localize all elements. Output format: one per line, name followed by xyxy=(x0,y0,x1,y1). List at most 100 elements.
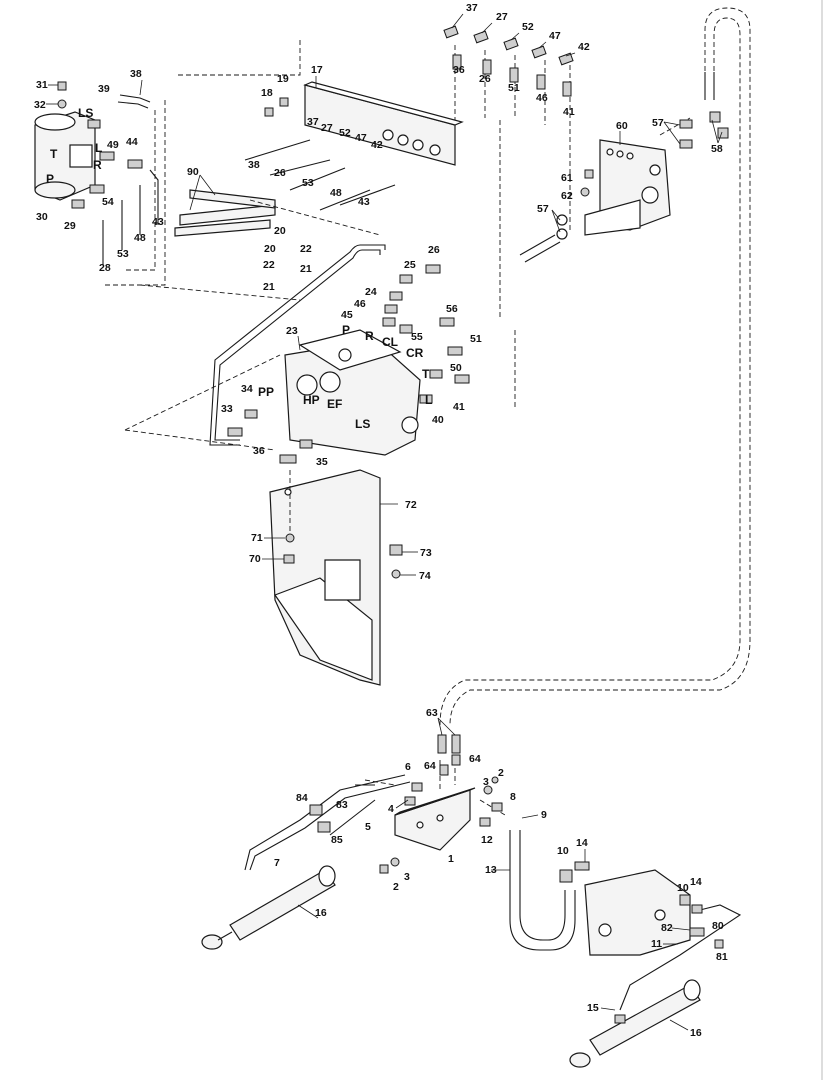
callout-6: 6 xyxy=(405,761,411,773)
port-label-pp: PP xyxy=(258,385,274,399)
callout-26: 26 xyxy=(274,167,286,179)
manifold-block-1 xyxy=(394,787,476,851)
callout-49: 49 xyxy=(107,139,119,151)
port-label-t: T xyxy=(50,147,58,161)
callout-29: 29 xyxy=(64,220,76,232)
callout-26: 26 xyxy=(479,73,491,85)
callout-53: 53 xyxy=(302,177,314,189)
callout-32: 32 xyxy=(34,99,46,111)
callout-84: 84 xyxy=(296,792,308,804)
callout-35: 35 xyxy=(316,456,328,468)
callout-13: 13 xyxy=(485,864,497,876)
callout-58: 58 xyxy=(711,143,723,155)
port-label-ls: LS xyxy=(355,417,370,431)
callout-57: 57 xyxy=(537,203,549,215)
callout-17: 17 xyxy=(311,64,323,76)
callout-14: 14 xyxy=(576,837,588,849)
callout-34: 34 xyxy=(241,383,253,395)
callout-26: 26 xyxy=(428,244,440,256)
callout-71: 71 xyxy=(251,532,263,544)
port-label-r: R xyxy=(365,329,374,343)
manifold-plate-17 xyxy=(303,81,464,166)
callout-47: 47 xyxy=(355,132,367,144)
callout-82: 82 xyxy=(661,922,673,934)
callout-20: 20 xyxy=(274,225,286,237)
callout-80: 80 xyxy=(712,920,724,932)
callout-43: 43 xyxy=(358,196,370,208)
callout-21: 21 xyxy=(263,281,275,293)
control-valve-23 xyxy=(284,329,421,456)
callout-48: 48 xyxy=(134,232,146,244)
callout-22: 22 xyxy=(263,259,275,271)
callout-72: 72 xyxy=(405,499,417,511)
callout-52: 52 xyxy=(522,21,534,33)
callout-20: 20 xyxy=(264,243,276,255)
callout-22: 22 xyxy=(300,243,312,255)
callout-10: 10 xyxy=(677,882,689,894)
port-label-ef: EF xyxy=(327,397,342,411)
callout-21: 21 xyxy=(300,263,312,275)
callout-38: 38 xyxy=(130,68,142,80)
callout-41: 41 xyxy=(563,106,575,118)
axle-bracket xyxy=(584,869,691,956)
callout-2: 2 xyxy=(393,881,399,893)
callout-30: 30 xyxy=(36,211,48,223)
callout-43: 43 xyxy=(152,216,164,228)
callout-81: 81 xyxy=(716,951,728,963)
return-hose-loop xyxy=(439,7,751,726)
callout-64: 64 xyxy=(424,760,436,772)
port-label-cr: CR xyxy=(406,346,424,360)
callout-54: 54 xyxy=(102,196,114,208)
callout-24: 24 xyxy=(365,286,377,298)
callout-46: 46 xyxy=(536,92,548,104)
callout-7: 7 xyxy=(274,857,280,869)
support-72 xyxy=(269,469,381,686)
callout-39: 39 xyxy=(98,83,110,95)
callouts: 37 27 52 47 42 36 26 51 46 41 17 19 18 3… xyxy=(34,2,728,1039)
callout-64: 64 xyxy=(469,753,481,765)
callout-10: 10 xyxy=(557,845,569,857)
callout-83: 83 xyxy=(336,799,348,811)
callout-11: 11 xyxy=(651,938,662,950)
clamp-set-90 xyxy=(174,189,276,237)
callout-38: 38 xyxy=(248,159,260,171)
callout-73: 73 xyxy=(420,547,432,559)
callout-57: 57 xyxy=(652,117,664,129)
callout-27: 27 xyxy=(321,122,333,134)
callout-51: 51 xyxy=(508,82,520,94)
callout-85: 85 xyxy=(331,834,343,846)
port-label-p: P xyxy=(46,172,54,186)
callout-40: 40 xyxy=(432,414,444,426)
port-label-r: R xyxy=(93,158,102,172)
port-label-p: P xyxy=(342,323,350,337)
callout-48: 48 xyxy=(330,187,342,199)
callout-45: 45 xyxy=(341,309,353,321)
callout-33: 33 xyxy=(221,403,233,415)
callout-15: 15 xyxy=(587,1002,599,1014)
callout-31: 31 xyxy=(36,79,48,91)
callout-12: 12 xyxy=(481,834,493,846)
callout-60: 60 xyxy=(616,120,628,132)
cylinder-16-right xyxy=(569,979,701,1068)
callout-16: 16 xyxy=(315,907,327,919)
callout-3: 3 xyxy=(404,871,410,883)
steering-unit xyxy=(34,111,96,201)
callout-55: 55 xyxy=(411,331,423,343)
callout-1: 1 xyxy=(448,853,454,865)
callout-36: 36 xyxy=(453,64,465,76)
callout-14: 14 xyxy=(690,876,702,888)
callout-74: 74 xyxy=(419,570,431,582)
callout-16: 16 xyxy=(690,1027,702,1039)
callout-25: 25 xyxy=(404,259,416,271)
callout-36: 36 xyxy=(253,445,265,457)
callout-51: 51 xyxy=(470,333,482,345)
port-label-l: L xyxy=(95,141,102,155)
callout-53: 53 xyxy=(117,248,129,260)
callout-27: 27 xyxy=(496,11,508,23)
callout-70: 70 xyxy=(249,553,261,565)
hose-assemblies xyxy=(102,72,715,836)
port-label-hp: HP xyxy=(303,393,320,407)
callout-42: 42 xyxy=(578,41,590,53)
callout-50: 50 xyxy=(450,362,462,374)
